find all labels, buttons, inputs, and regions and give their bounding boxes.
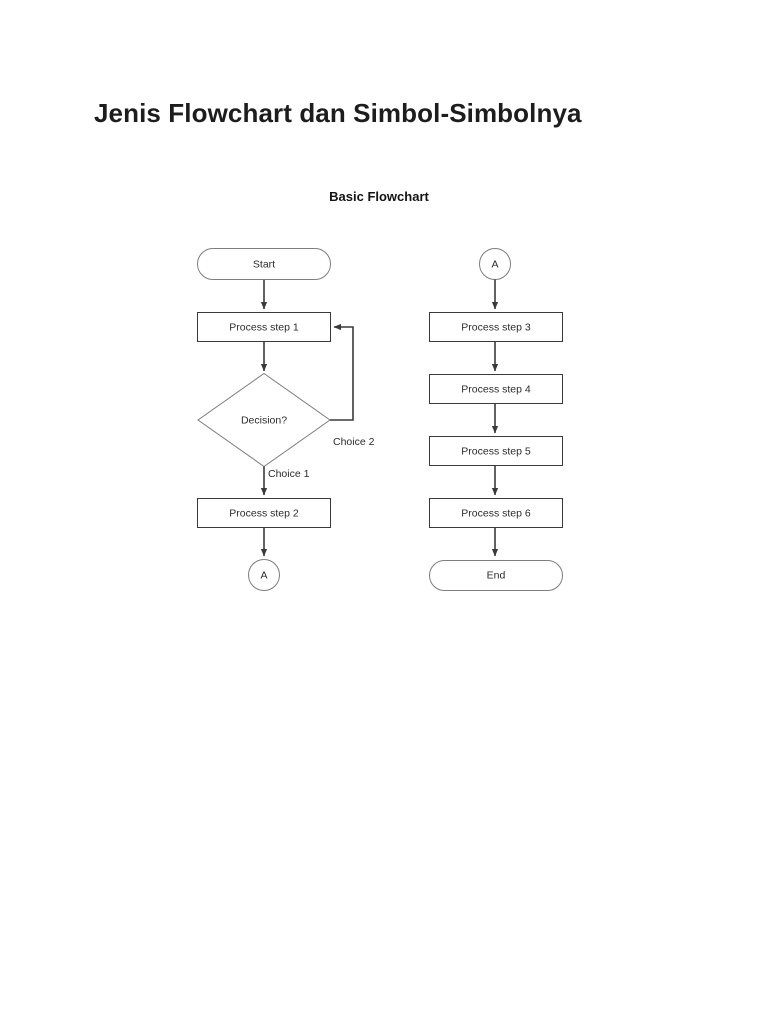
process3-shape [429,312,563,342]
node-process-step-4-label: Process step 4 [461,383,531,395]
node-process-step-2[interactable]: Process step 2 [197,498,331,528]
node-connector-a-in[interactable]: A [479,248,511,280]
node-start[interactable]: Start [197,248,331,280]
node-process-step-6[interactable]: Process step 6 [429,498,563,528]
node-process-step-1[interactable]: Process step 1 [197,312,331,342]
node-start-label: Start [253,258,275,270]
end-terminator-shape [429,560,563,591]
edge-label-choice-1: Choice 1 [268,468,310,480]
node-process-step-2-label: Process step 2 [229,507,299,519]
edge-label-choice-2: Choice 2 [333,436,375,448]
process4-shape [429,374,563,404]
node-process-step-4[interactable]: Process step 4 [429,374,563,404]
process5-shape [429,436,563,466]
connector-a-out-shape [248,559,280,591]
edge-decision-to-process1-loop [330,323,354,421]
process6-shape [429,498,563,528]
node-connector-a-out[interactable]: A [248,559,280,591]
start-terminator-shape [197,248,331,280]
node-end-label: End [487,569,506,581]
page-title: Jenis Flowchart dan Simbol-Simbolnya [94,98,582,128]
figure-subtitle: Basic Flowchart [329,189,429,204]
node-end[interactable]: End [429,560,563,591]
node-connector-a-out-label: A [260,569,267,581]
node-decision-label: Decision? [241,414,287,426]
node-process-step-5[interactable]: Process step 5 [429,436,563,466]
node-process-step-5-label: Process step 5 [461,445,531,457]
node-decision[interactable]: Decision? [197,372,331,468]
node-process-step-3[interactable]: Process step 3 [429,312,563,342]
node-process-step-6-label: Process step 6 [461,507,531,519]
node-connector-a-in-label: A [491,258,498,270]
node-process-step-3-label: Process step 3 [461,321,531,333]
node-process-step-1-label: Process step 1 [229,321,299,333]
